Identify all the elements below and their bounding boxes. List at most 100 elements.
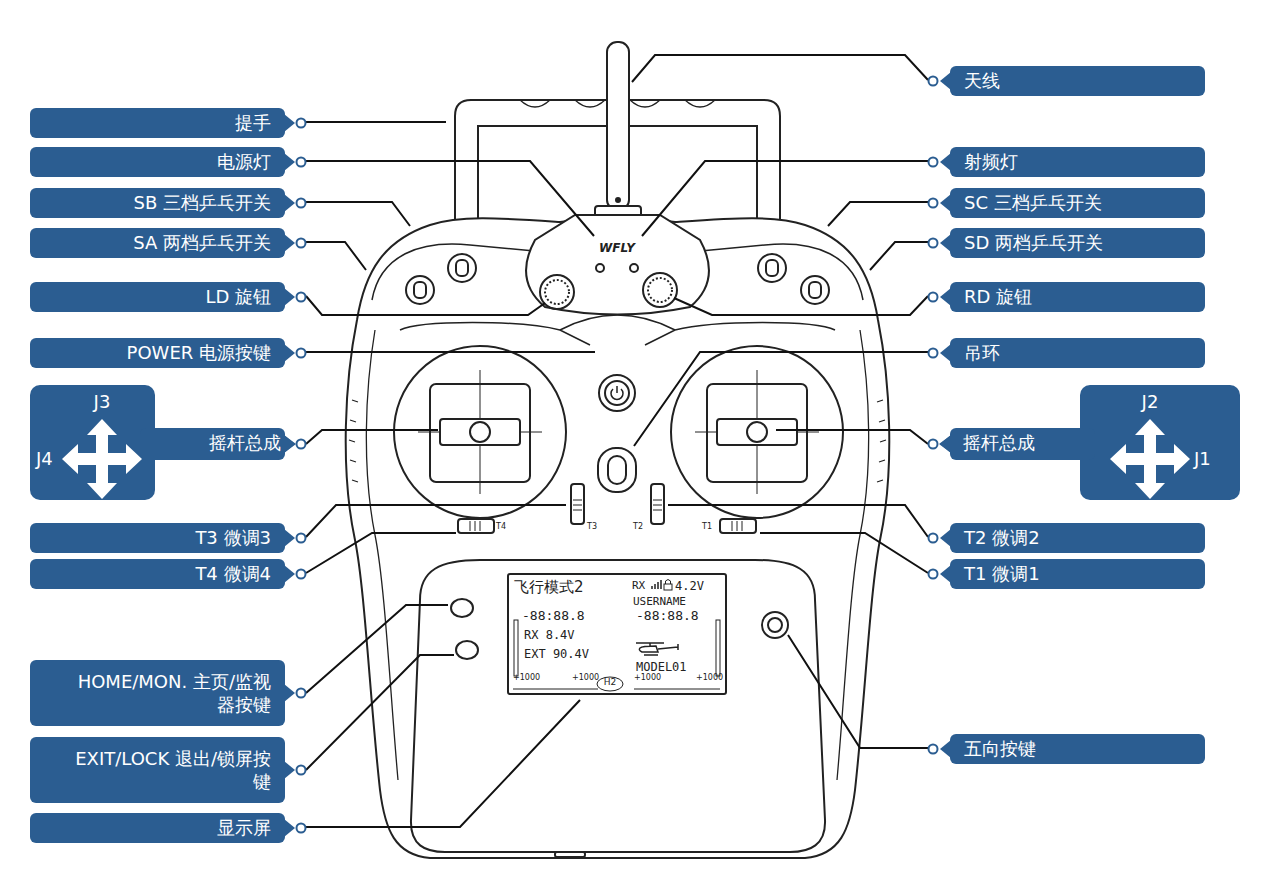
axis-label: J4	[36, 448, 53, 470]
part-name: LD 旋钮	[205, 285, 271, 308]
tag-dot	[297, 824, 306, 833]
callout-tag: POWER 电源按键	[30, 338, 285, 368]
callout-tag: 射频灯	[950, 147, 1205, 177]
joystick-box	[1080, 385, 1240, 500]
part-name: SA 两档乒乓开关	[133, 231, 271, 254]
display-text: H2	[604, 678, 617, 688]
ld-knob-inner	[545, 280, 569, 304]
sc-switch	[758, 254, 786, 282]
leader-line	[306, 351, 595, 353]
exit-button	[456, 641, 478, 659]
body-inner	[366, 330, 868, 780]
trim-3-lines	[573, 500, 582, 510]
trim-label: T2	[633, 523, 643, 532]
screen-panel	[411, 560, 825, 852]
tag-dot	[929, 349, 938, 358]
gimbal-frame	[400, 315, 835, 345]
joystick-tag	[950, 428, 1095, 460]
trim-2	[651, 484, 664, 524]
power-led	[596, 264, 604, 272]
leader-line	[306, 296, 545, 315]
trim-label: T4	[496, 523, 506, 532]
part-name: 射频灯	[964, 150, 1018, 173]
part-name: SB 三档乒乓开关	[134, 191, 272, 214]
joystick-box	[30, 385, 155, 500]
left-stick-slot	[440, 419, 520, 445]
callout-tag: SD 两档乒乓开关	[950, 228, 1205, 258]
h2-oval	[597, 677, 623, 691]
side-grip	[349, 400, 886, 482]
tag-dot	[297, 349, 306, 358]
rd-knob	[643, 273, 677, 307]
tag-dot	[929, 570, 938, 579]
leader-line	[870, 242, 928, 270]
lock-icon	[664, 584, 672, 590]
tag-notch	[939, 435, 951, 453]
display-text: -88:88.8	[636, 609, 699, 623]
sb-lever	[456, 260, 468, 276]
display-text: EXT 90.4V	[524, 648, 589, 661]
part-name: RD 旋钮	[964, 285, 1032, 308]
tag-pointers	[284, 72, 951, 837]
trim-4-lines	[470, 521, 480, 531]
callout-tag: 显示屏	[30, 813, 285, 843]
tag-dot	[297, 534, 306, 543]
display-text: +1000	[634, 674, 661, 683]
axis-label: J3	[94, 391, 111, 413]
right-gimbal	[671, 346, 843, 518]
tag-dot	[929, 293, 938, 302]
tag-dot	[297, 293, 306, 302]
direction-arrows	[1110, 419, 1190, 499]
power-button-inner	[605, 381, 629, 405]
display-text: +1000	[572, 674, 599, 683]
tag-dot	[929, 199, 938, 208]
tag-dot	[297, 570, 306, 579]
tag-dot	[929, 158, 938, 167]
display-text: MODEL01	[636, 661, 687, 674]
leader-line	[306, 161, 594, 236]
lock-shackle	[666, 580, 671, 585]
brand-logo: WFLY	[599, 242, 635, 255]
leader-line	[828, 202, 928, 226]
part-name: 摇杆总成	[963, 432, 1035, 454]
part-name: SD 两档乒乓开关	[964, 231, 1103, 254]
tag-notch	[284, 819, 295, 837]
callout-tag: T4 微调4	[30, 559, 285, 589]
leader-line	[674, 296, 928, 315]
rf-led	[630, 264, 638, 272]
part-name: 摇杆总成	[209, 432, 281, 454]
part-name: EXIT/LOCK 退出/锁屏按键	[71, 747, 271, 794]
display-text: 4.2V	[675, 580, 704, 593]
leader-line	[634, 352, 928, 446]
axis-label: J2	[1142, 391, 1159, 413]
display-text: +1000	[513, 674, 540, 683]
tag-dot	[929, 77, 938, 86]
tag-notch	[284, 565, 295, 583]
sb-switch	[448, 254, 476, 282]
tag-dot	[297, 689, 306, 698]
callout-tag: SC 三档乒乓开关	[950, 188, 1205, 218]
power-icon	[611, 386, 623, 399]
top-bezel	[526, 215, 709, 315]
part-name: T4 微调4	[195, 562, 271, 585]
display-text: USERNAME	[633, 596, 686, 608]
callout-tag: 天线	[950, 66, 1205, 96]
leader-line	[306, 430, 438, 444]
display-text: +1000	[696, 674, 723, 683]
rd-knob-inner	[648, 278, 672, 302]
tag-dot	[297, 158, 306, 167]
display	[508, 574, 726, 694]
sa-lever	[414, 282, 426, 298]
leader-lines	[306, 55, 928, 827]
tag-notch	[284, 194, 295, 212]
tag-dot	[929, 534, 938, 543]
hanger	[598, 448, 636, 492]
leader-line	[306, 700, 580, 827]
five-way-key	[762, 612, 788, 638]
trim-label: T3	[587, 523, 597, 532]
leader-line	[306, 202, 410, 226]
leader-line	[642, 161, 928, 236]
axis-label: J1	[1194, 448, 1211, 470]
power-button	[599, 375, 635, 411]
